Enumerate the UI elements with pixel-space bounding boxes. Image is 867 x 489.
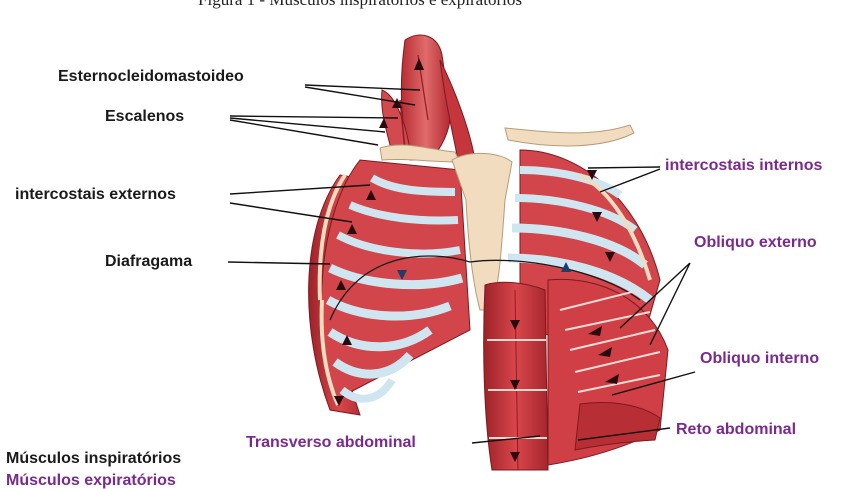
label-reto-abdominal: Reto abdominal	[676, 421, 796, 439]
legend-inspiratory: Músculos inspiratórios	[6, 450, 181, 468]
label-intercostais-externos: intercostais externos	[15, 186, 176, 204]
left-ribcage	[309, 160, 470, 415]
legend-expiratory: Músculos expiratórios	[6, 472, 176, 489]
label-intercostais-internos: intercostais internos	[665, 157, 822, 175]
label-obliquo-externo: Obliquo externo	[694, 234, 817, 252]
label-obliquo-interno: Obliquo interno	[700, 350, 819, 368]
label-transverso-abdominal: Transverso abdominal	[246, 434, 416, 452]
label-escalenos: Escalenos	[105, 108, 184, 126]
abdominal-muscles	[484, 279, 668, 470]
label-esternocleidomastoideo: Esternocleidomastoideo	[58, 68, 244, 86]
neck-muscles	[379, 35, 475, 160]
label-diafragma: Diafragama	[105, 253, 192, 271]
